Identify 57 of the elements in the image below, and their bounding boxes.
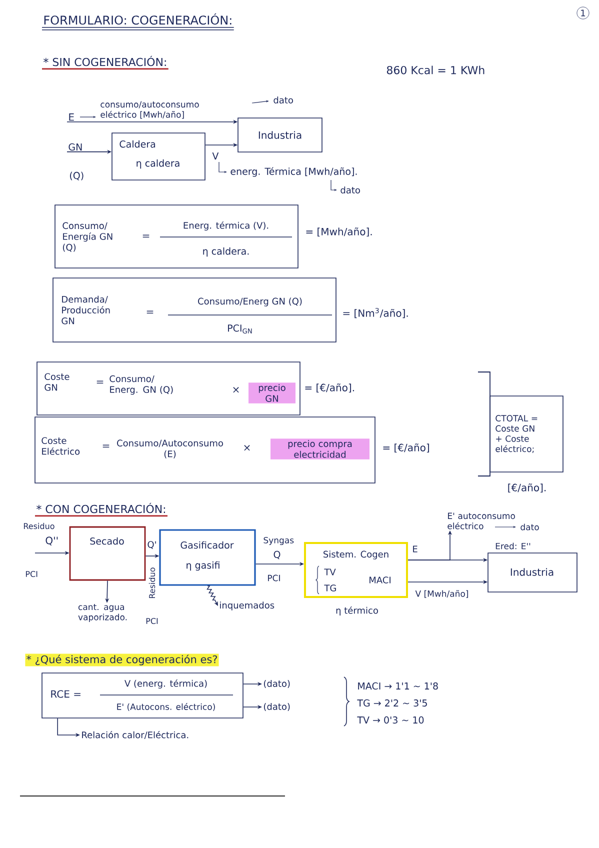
formula-box: Consumo/ Energía GN (Q) = Energ. térmica (V). η caldera.: [54, 204, 298, 268]
range-note: TV → 0'3 ~ 10: [357, 716, 424, 724]
unit-label: = [Nm$^{3}$/año].: [343, 308, 408, 318]
annotation: cant. agua vaporizado.: [78, 604, 127, 622]
flow-label: Syngas: [264, 536, 294, 546]
highlighted-text: precio compra electricidad: [270, 438, 370, 460]
process-box: Industria: [488, 552, 578, 592]
edge-label: Q': [146, 540, 158, 550]
annotation: (dato): [264, 703, 290, 712]
conversion-note: 860 Kcal = 1 KWh: [386, 66, 484, 74]
flow-label: PCI: [26, 570, 38, 578]
range-note: TG → 2'2 ~ 3'5: [357, 699, 427, 707]
unit-label: = [€/año].: [305, 383, 354, 393]
unit-label: = [Mwh/año].: [306, 227, 372, 237]
annotation: inquemados: [220, 602, 274, 610]
annotation: η térmico: [336, 606, 378, 616]
process-box: Industria: [238, 118, 322, 152]
edge-label: Ered: E'': [494, 542, 532, 550]
annotation: E' autoconsumo eléctrico: [448, 512, 515, 530]
arrow: [206, 585, 218, 606]
unit-label: [€/año].: [508, 483, 546, 493]
process-box: Sistem. Cogen TV TG MACI: [304, 542, 408, 598]
flow-label: consumo/autoconsumo eléctrico [Mwh/año]: [100, 101, 199, 119]
formula-box: CTOTAL = Coste GN + Coste eléctrico;: [490, 396, 564, 472]
flow-label: energ. Térmica [Mwh/año].: [230, 167, 357, 177]
flow-label: E: [69, 113, 74, 121]
flow-label: Q'': [46, 536, 58, 546]
flow-label: (Q): [70, 172, 84, 180]
process-box: Secado: [69, 526, 146, 581]
process-box: Caldera η caldera: [112, 132, 206, 180]
flow-label: PCI: [146, 618, 158, 624]
flow-label: V: [212, 152, 219, 160]
edge-label: V [Mwh/año]: [414, 589, 470, 599]
flow-label: Residuo: [148, 568, 156, 598]
unit-label: = [€/año]: [383, 443, 429, 453]
flow-label: GN: [68, 143, 82, 151]
edge-label: Q: [272, 550, 282, 560]
flow-label: Residuo: [24, 522, 54, 530]
highlighted-text: precio GN: [248, 382, 296, 404]
page-number: 1: [576, 6, 590, 20]
annotation: dato: [340, 186, 360, 194]
formula-box: Coste GN = Consumo/ Energ. GN (Q) × precio GN: [36, 362, 300, 416]
annotation: dato: [520, 524, 539, 530]
title: FORMULARIO: COGENERACIÓN:: [42, 13, 234, 30]
formula-box: Demanda/ Producción GN = Consumo/Energ GN (Q) PCI$_{GN}$: [52, 278, 336, 342]
annotation: dato: [274, 96, 293, 104]
section-heading: * CON COGENERACIÓN:: [35, 502, 168, 517]
annotation: (dato): [264, 680, 290, 688]
flow-label: PCI: [268, 574, 280, 582]
formula-box: RCE = V (energ. térmica) E' (Autocons. eléctrico): [42, 672, 244, 718]
process-box: Gasificador η gasifi: [159, 529, 256, 586]
annotation: Relación calor/Eléctrica.: [82, 730, 188, 740]
flow-label: E: [413, 546, 418, 552]
section-heading: * SIN COGENERACIÓN:: [42, 56, 168, 70]
range-note: MACI → 1'1 ~ 1'8: [358, 682, 438, 690]
section-heading: * ¿Qué sistema de cogeneración es?: [25, 654, 219, 666]
formula-box: Coste Eléctrico = Consumo/Autoconsumo (E) × precio compra electricidad: [34, 416, 376, 484]
